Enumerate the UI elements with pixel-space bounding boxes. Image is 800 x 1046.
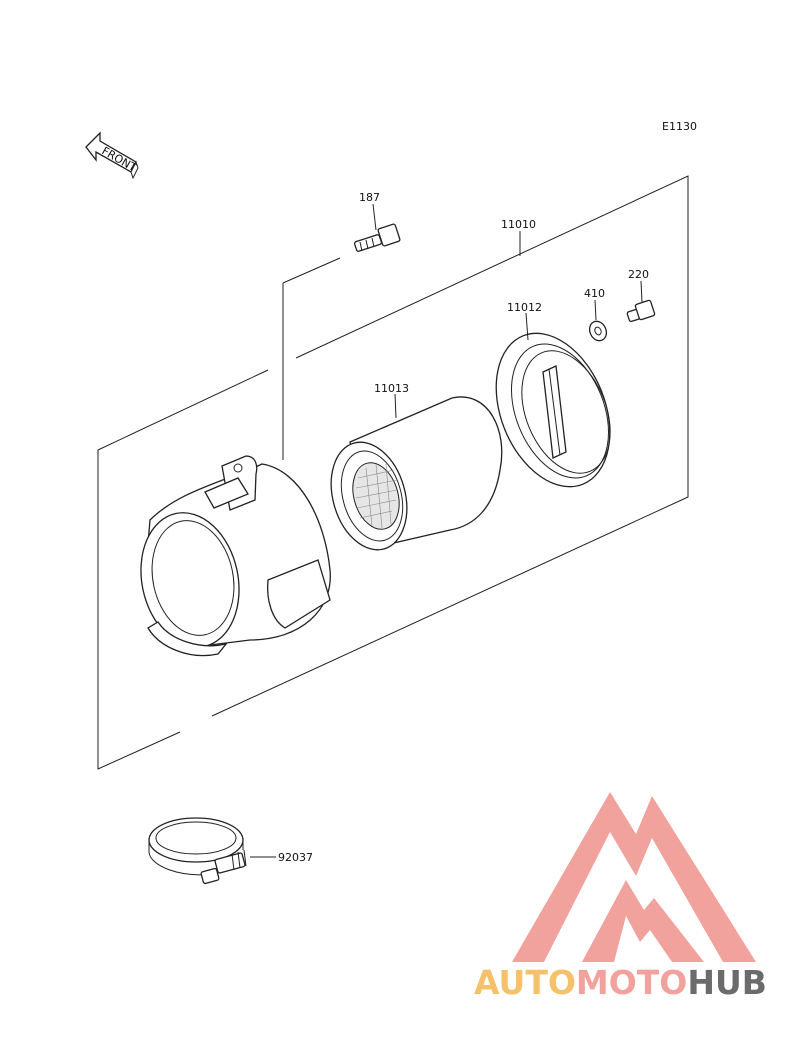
air-cleaner-housing-icon xyxy=(140,455,331,657)
callout-92037: 92037 xyxy=(278,851,313,864)
assembly-outline xyxy=(97,175,689,770)
callout-220: 220 xyxy=(628,268,649,281)
bolt-220-icon xyxy=(626,299,656,323)
callout-11010: 11010 xyxy=(501,218,536,231)
air-cleaner-cover-icon xyxy=(495,332,611,488)
bolt-187-icon xyxy=(353,223,401,252)
watermark-moto: MOTO xyxy=(576,963,687,1002)
callout-11012: 11012 xyxy=(507,301,542,314)
washer-410-icon xyxy=(588,320,608,342)
callout-410: 410 xyxy=(584,287,605,300)
hose-clamp-icon xyxy=(148,817,247,885)
callout-187: 187 xyxy=(359,191,380,204)
automotohub-logo: AUTOMOTOHUB xyxy=(474,792,767,1002)
callout-11013: 11013 xyxy=(374,382,409,395)
watermark-auto: AUTO xyxy=(474,963,576,1002)
watermark-hub: HUB xyxy=(687,963,767,1002)
diagram-code: E1130 xyxy=(662,120,697,133)
svg-text:AUTOMOTOHUB: AUTOMOTOHUB xyxy=(474,963,767,1002)
front-label: FRONT xyxy=(100,144,139,174)
logo-triangle-icon xyxy=(512,792,756,962)
front-arrow-icon: FRONT xyxy=(85,131,139,180)
air-filter-element-icon xyxy=(330,396,503,551)
